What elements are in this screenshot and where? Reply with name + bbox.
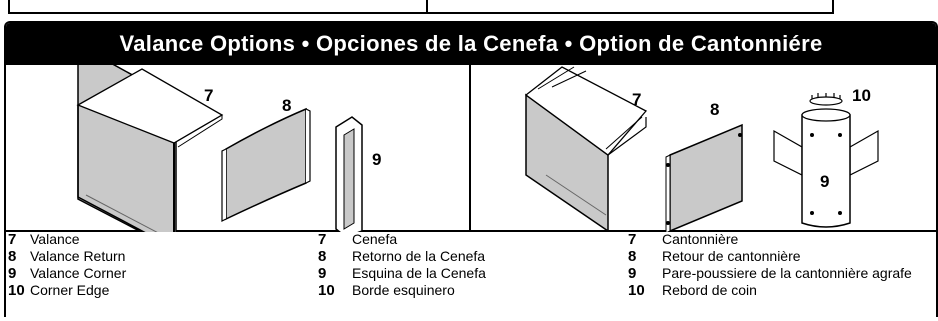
legend-item: 9 Esquina de la Cenefa	[318, 265, 486, 282]
legend-item: 7 Cenefa	[318, 231, 486, 248]
legend-item: 9 Valance Corner	[8, 265, 126, 282]
valance-drawing-right	[524, 66, 648, 232]
legend-item: 9 Pare-poussiere de la cantonnière agrafe	[628, 265, 912, 282]
illustration-area: 7 8 9	[6, 65, 936, 232]
top-table-edge	[8, 0, 834, 14]
legend-text: Valance Return	[30, 248, 126, 264]
label-9-left: 9	[372, 150, 381, 169]
legend-item: 10 Borde esquinero	[318, 282, 486, 299]
label-7-right: 7	[632, 90, 641, 109]
legend-item: 10 Rebord de coin	[628, 282, 912, 299]
label-10-right: 10	[852, 86, 871, 105]
legend-item: 7 Valance	[8, 231, 126, 248]
parts-legend: 7 Valance 8 Valance Return 9 Valance Corner…	[0, 231, 938, 321]
valance-illustrations: 7 8 9	[76, 65, 879, 232]
legend-item: 10 Corner Edge	[8, 282, 126, 299]
legend-number: 10	[318, 282, 335, 299]
legend-number: 9	[8, 265, 17, 282]
top-table-divider	[426, 0, 428, 12]
legend-item: 7 Cantonnière	[628, 231, 912, 248]
section-title: Valance Options • Opciones de la Cenefa …	[6, 23, 936, 65]
legend-french: 7 Cantonnière 8 Retour de cantonnière 9 Par…	[628, 231, 912, 299]
valance-corner-drawing-left	[335, 116, 363, 232]
valance-return-drawing-right	[665, 123, 743, 232]
legend-english: 7 Valance 8 Valance Return 9 Valance Corner…	[8, 231, 126, 299]
legend-text: Retour de cantonnière	[662, 248, 801, 264]
dust-cap-drawing	[809, 93, 843, 106]
legend-text: Corner Edge	[30, 282, 110, 298]
legend-text: Esquina de la Cenefa	[352, 265, 486, 281]
illustration-divider	[469, 65, 471, 232]
legend-text: Pare-poussiere de la cantonnière agrafe	[662, 265, 912, 281]
legend-text: Valance Corner	[30, 265, 127, 281]
legend-number: 7	[8, 231, 17, 248]
label-9-right: 9	[820, 172, 829, 191]
legend-text: Valance	[30, 231, 80, 247]
valance-options-panel: Valance Options • Opciones de la Cenefa …	[4, 21, 938, 317]
legend-number: 7	[628, 231, 637, 248]
label-8-left: 8	[282, 96, 291, 115]
legend-number: 8	[318, 248, 327, 265]
legend-text: Rebord de coin	[662, 282, 757, 298]
legend-text: Cantonnière	[662, 231, 739, 247]
legend-item: 8 Valance Return	[8, 248, 126, 265]
corner-clip-drawing	[773, 108, 879, 228]
legend-number: 9	[318, 265, 327, 282]
legend-item: 8 Retour de cantonnière	[628, 248, 912, 265]
legend-number: 8	[628, 248, 637, 265]
legend-text: Borde esquinero	[352, 282, 455, 298]
valance-return-drawing-left	[221, 107, 311, 222]
legend-item: 8 Retorno de la Cenefa	[318, 248, 486, 265]
label-8-right: 8	[710, 100, 719, 119]
legend-number: 10	[628, 282, 645, 299]
legend-number: 8	[8, 248, 17, 265]
label-7-left: 7	[204, 86, 213, 105]
legend-text: Cenefa	[352, 231, 398, 247]
valance-drawing-left	[76, 65, 224, 232]
legend-number: 7	[318, 231, 327, 248]
legend-number: 10	[8, 282, 25, 299]
legend-text: Retorno de la Cenefa	[352, 248, 486, 264]
legend-spanish: 7 Cenefa 8 Retorno de la Cenefa 9 Esquina d…	[318, 231, 486, 299]
legend-number: 9	[628, 265, 637, 282]
